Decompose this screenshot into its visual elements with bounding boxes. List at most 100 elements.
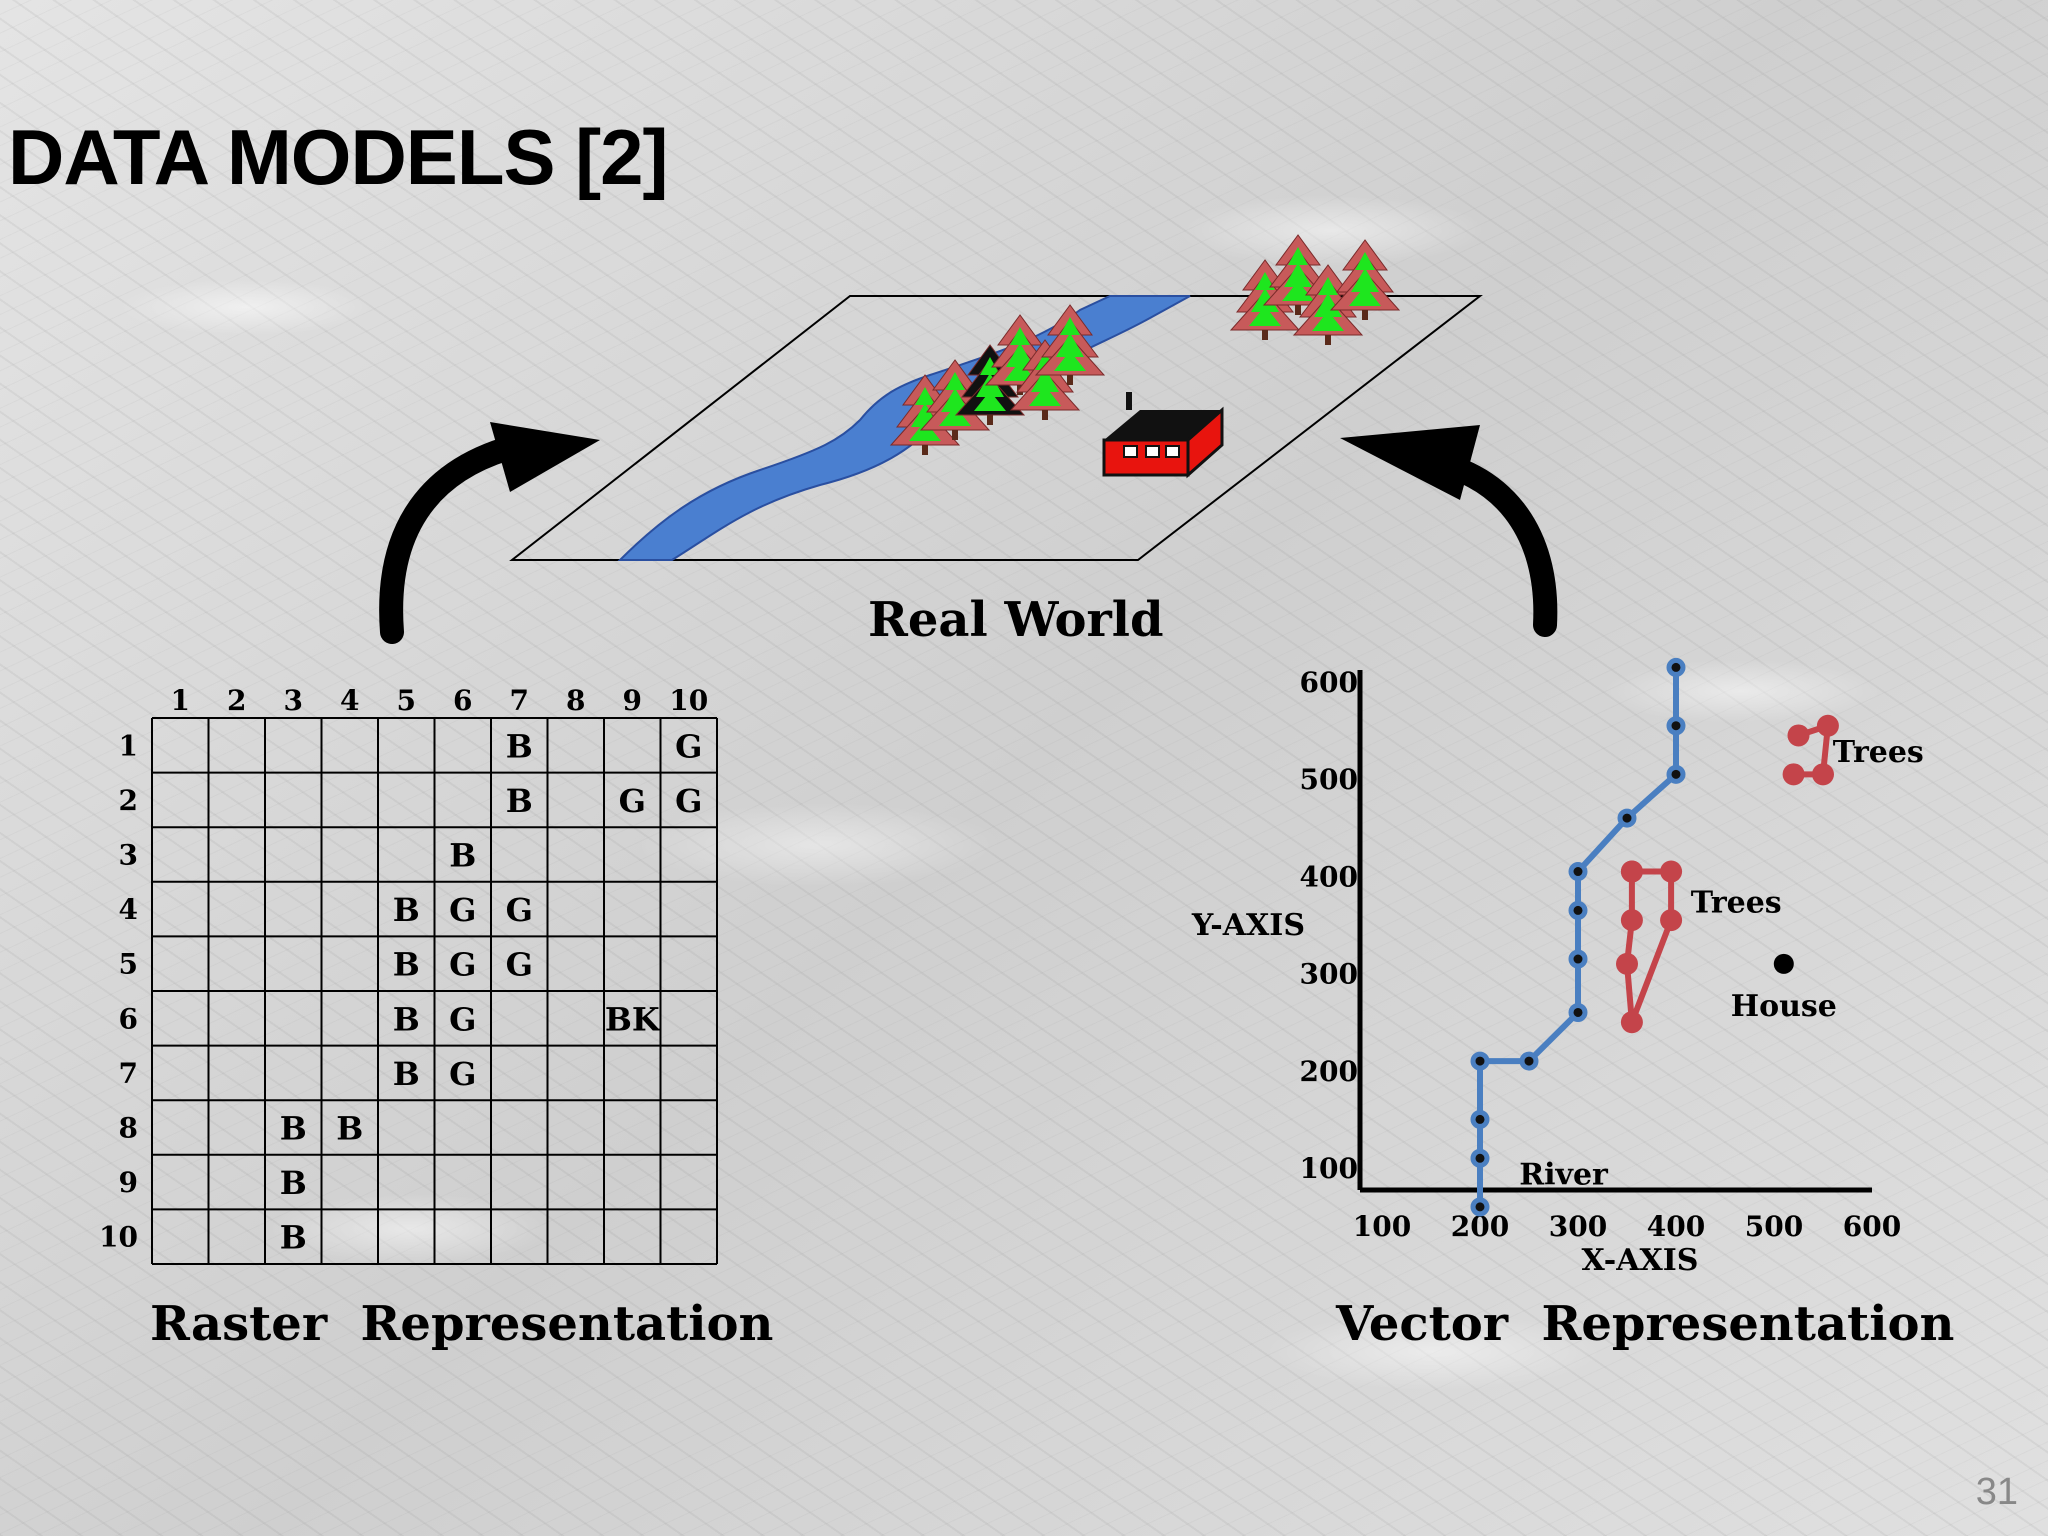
tree-icon xyxy=(1034,304,1106,385)
raster-cell-value: G xyxy=(506,891,533,929)
raster-cell-value: G xyxy=(449,891,476,929)
raster-cell-value: B xyxy=(449,837,476,875)
raster-cell-value: G xyxy=(449,1055,476,1093)
row-header: 4 xyxy=(119,893,138,926)
x-tick-label: 300 xyxy=(1549,1210,1607,1243)
x-axis-label: X-AXIS xyxy=(1582,1243,1699,1278)
column-header: 8 xyxy=(566,684,585,717)
raster-cell-value: G xyxy=(675,727,702,765)
column-header: 4 xyxy=(340,684,359,717)
raster-cell-value: B xyxy=(506,782,533,820)
river-line xyxy=(1477,667,1679,1207)
house-point xyxy=(1773,953,1794,974)
river-vertex xyxy=(1568,862,1588,882)
house-illustration xyxy=(1102,392,1224,479)
raster-cell-value: BK xyxy=(605,1000,661,1038)
trees-large-line xyxy=(1624,868,1675,1026)
page-title: DATA MODELS [2] xyxy=(8,113,669,201)
raster-cell-value: G xyxy=(506,946,533,984)
y-tick-label: 600 xyxy=(1300,666,1358,699)
river-vertex xyxy=(1568,900,1588,920)
river-vertex xyxy=(1666,657,1686,677)
river-vertex xyxy=(1470,1109,1490,1129)
river-vertex xyxy=(1617,808,1637,828)
slide-number: 31 xyxy=(1975,1471,2018,1513)
river-vertex xyxy=(1470,1197,1490,1217)
trees-illustration xyxy=(889,234,1401,455)
raster-cell-value: B xyxy=(280,1164,307,1202)
trees-large-vertex xyxy=(1620,909,1643,932)
raster-cell-value: G xyxy=(675,782,702,820)
row-header: 10 xyxy=(99,1221,138,1254)
river-vertex xyxy=(1470,1148,1490,1168)
trees-label: Trees xyxy=(1691,886,1782,921)
y-tick-label: 400 xyxy=(1300,860,1358,893)
row-header: 7 xyxy=(119,1057,138,1090)
tree-icon xyxy=(1329,239,1401,320)
column-header: 5 xyxy=(397,684,416,717)
river-vertex xyxy=(1666,764,1686,784)
house-label: House xyxy=(1731,989,1837,1024)
trees-large-vertex xyxy=(1620,860,1643,883)
column-header: 6 xyxy=(453,684,472,717)
arrow-vector-to-world xyxy=(1340,425,1558,637)
trees-label: Trees xyxy=(1833,735,1924,770)
y-tick-label: 200 xyxy=(1300,1055,1358,1088)
trees-large-vertex xyxy=(1616,952,1638,975)
raster-cell-value: B xyxy=(393,1055,420,1093)
tree-icon xyxy=(919,359,991,440)
real-world-scene xyxy=(509,234,1483,561)
raster-cell-value: B xyxy=(393,1000,420,1038)
x-tick-label: 100 xyxy=(1353,1210,1411,1243)
trees-large-vertex xyxy=(1660,860,1683,883)
x-tick-label: 400 xyxy=(1647,1210,1705,1243)
raster-cell-value: B xyxy=(280,1110,307,1148)
x-tick-label: 500 xyxy=(1745,1210,1803,1243)
trees-small-vertex xyxy=(1787,724,1810,747)
trees-large-vertex xyxy=(1660,909,1683,932)
trees-large-vertex xyxy=(1620,1011,1643,1034)
raster-cell-value: G xyxy=(449,946,476,984)
column-header: 3 xyxy=(284,684,303,717)
vector-representation-label: Vector Representation xyxy=(1336,1296,1955,1352)
raster-cell-value: B xyxy=(393,946,420,984)
column-header: 2 xyxy=(227,684,246,717)
row-header: 2 xyxy=(119,784,138,817)
river-label: River xyxy=(1519,1157,1609,1192)
real-world-label: Real World xyxy=(868,592,1164,648)
y-tick-label: 500 xyxy=(1300,763,1358,796)
river-vertex xyxy=(1470,1051,1490,1071)
row-header: 9 xyxy=(119,1166,138,1199)
tree-icon xyxy=(1262,234,1334,315)
trees-small-vertex xyxy=(1812,763,1834,786)
raster-cell-value: B xyxy=(506,727,533,765)
river-vertex xyxy=(1568,949,1588,969)
y-axis-label: Y-AXIS xyxy=(1191,908,1305,943)
raster-cell-value: G xyxy=(449,1000,476,1038)
ground-plane xyxy=(509,295,1483,561)
river-vertex xyxy=(1568,1002,1588,1022)
row-header: 3 xyxy=(119,839,138,872)
row-header: 1 xyxy=(119,729,138,762)
raster-cell-value: B xyxy=(280,1219,307,1257)
raster-cell-value: G xyxy=(619,782,646,820)
river-vertex xyxy=(1519,1051,1539,1071)
row-header: 6 xyxy=(119,1002,138,1035)
row-header: 8 xyxy=(119,1112,138,1145)
trees-small-vertex xyxy=(1782,763,1805,786)
raster-representation-label: Raster Representation xyxy=(150,1296,774,1352)
y-tick-label: 100 xyxy=(1300,1152,1358,1185)
raster-cell-value: B xyxy=(336,1110,363,1148)
column-header: 1 xyxy=(171,684,190,717)
x-tick-label: 600 xyxy=(1843,1210,1901,1243)
column-header: 10 xyxy=(669,684,708,717)
raster-cell-value: B xyxy=(393,891,420,929)
column-header: 9 xyxy=(623,684,642,717)
row-header: 5 xyxy=(119,948,138,981)
column-header: 7 xyxy=(510,684,529,717)
y-tick-label: 300 xyxy=(1300,958,1358,991)
river-shape xyxy=(617,295,1191,561)
